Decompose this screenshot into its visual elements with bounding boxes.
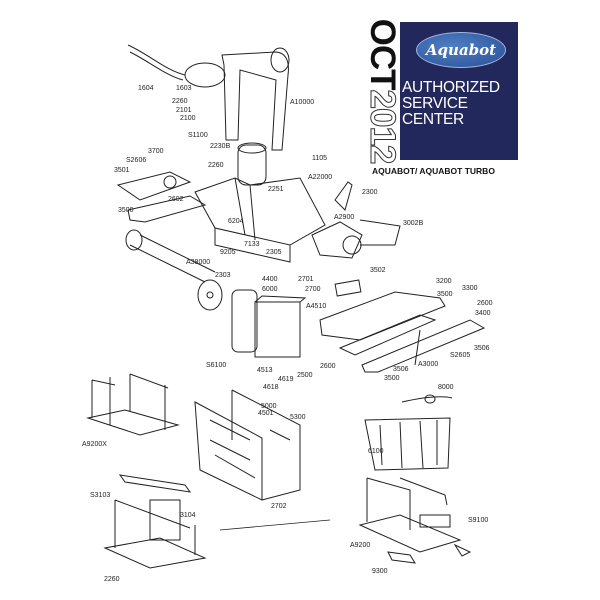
bracket: [334, 279, 362, 297]
left-track: [116, 171, 192, 201]
part-label: A22000: [308, 174, 333, 181]
part-label: 2701: [298, 276, 314, 283]
motor-housing: [231, 289, 258, 353]
part-label: 3500: [437, 291, 453, 298]
part-label: S3103: [90, 492, 111, 499]
date-year: 2012: [363, 89, 403, 164]
part-label: 5000: [261, 403, 277, 410]
swivel-float: [184, 62, 226, 88]
base-a9200x: [86, 409, 180, 436]
part-label: 3500: [118, 207, 134, 214]
part-label: 3300: [462, 285, 478, 292]
part-label: 3501: [114, 167, 130, 174]
part-label: 2500: [297, 372, 313, 379]
hood: [194, 177, 326, 246]
right-track: [319, 291, 446, 341]
badge-line-service: SERVICE: [402, 95, 468, 112]
part-label: 3002B: [403, 220, 424, 227]
part-label: A2900: [334, 214, 355, 221]
model-name: AQUABOT/ AQUABOT TURBO: [372, 166, 495, 176]
part-label: 1105: [312, 155, 328, 162]
plate-9300: [387, 551, 416, 564]
pump-motor: [237, 144, 267, 186]
handle-strap: [401, 396, 453, 403]
part-label: 2305: [266, 249, 282, 256]
filter-bag: [364, 417, 451, 471]
part-label: A9200: [350, 542, 371, 549]
part-label: 6000: [262, 286, 278, 293]
part-label: 9300: [372, 568, 388, 575]
part-label: A3000: [418, 361, 439, 368]
part-label: 3400: [475, 310, 491, 317]
part-label: 4400: [262, 276, 278, 283]
part-label: S6100: [206, 362, 227, 369]
part-label: A10000: [290, 99, 315, 106]
part-label: 3700: [148, 148, 164, 155]
part-label: A4510: [306, 303, 327, 310]
filter-box: [254, 301, 301, 358]
badge-line-center: CENTER: [402, 111, 464, 128]
part-label: 7133: [244, 241, 260, 248]
part-label: 2700: [305, 286, 321, 293]
date-stamp: OCT2012: [363, 18, 403, 164]
filter-basket: [194, 401, 263, 501]
part-label: 2230B: [210, 143, 231, 150]
part-label: 1604: [138, 85, 154, 92]
part-label: 2303: [215, 272, 231, 279]
part-label: 6204: [228, 218, 244, 225]
part-label: 8000: [438, 384, 454, 391]
part-label: 2702: [271, 503, 287, 510]
part-label: 2260: [172, 98, 188, 105]
part-label: 4501: [258, 410, 274, 417]
part-label: 2300: [362, 189, 378, 196]
brand-name: Aquabot: [425, 41, 497, 59]
part-label: 1603: [176, 85, 192, 92]
part-label: 4619: [278, 376, 294, 383]
part-label: A9200X: [82, 441, 107, 448]
brush-roller: [129, 234, 216, 283]
part-label: 9205: [220, 249, 236, 256]
part-label: A38000: [186, 259, 211, 266]
aquabot-logo: Aquabot: [416, 32, 506, 68]
part-label: 4513: [257, 367, 273, 374]
part-label: 2251: [268, 186, 284, 193]
part-label: 2100: [180, 115, 196, 122]
part-label: 2600: [477, 300, 493, 307]
part-label: 2101: [176, 107, 192, 114]
part-label: 3500: [384, 375, 400, 382]
part-label: 6100: [368, 448, 384, 455]
part-label: 3506: [474, 345, 490, 352]
base-s3103: [103, 537, 207, 569]
handle: [221, 51, 289, 151]
power-cable: [127, 44, 186, 76]
date-month: OCT: [363, 18, 402, 90]
part-label: 3502: [370, 267, 386, 274]
part-label: S2605: [450, 352, 471, 359]
part-label: 2602: [168, 196, 184, 203]
part-label: 2260: [208, 162, 224, 169]
part-label: 3506: [393, 366, 409, 373]
part-label: 4618: [263, 384, 279, 391]
drive-motor: [311, 221, 363, 259]
badge-line-authorized: AUTHORIZED: [402, 79, 500, 96]
flap: [334, 181, 353, 211]
base-a9200: [358, 514, 462, 553]
part-label: 5300: [290, 414, 306, 421]
part-label: S9100: [468, 517, 489, 524]
part-label: 2260: [104, 576, 120, 583]
part-label: 3200: [436, 278, 452, 285]
part-label: 2600: [320, 363, 336, 370]
part-label: S2606: [126, 157, 147, 164]
authorized-service-badge: Aquabot AUTHORIZED SERVICE CENTER: [400, 22, 518, 160]
part-label: 3104: [180, 512, 196, 519]
part-label: S1100: [188, 132, 208, 139]
